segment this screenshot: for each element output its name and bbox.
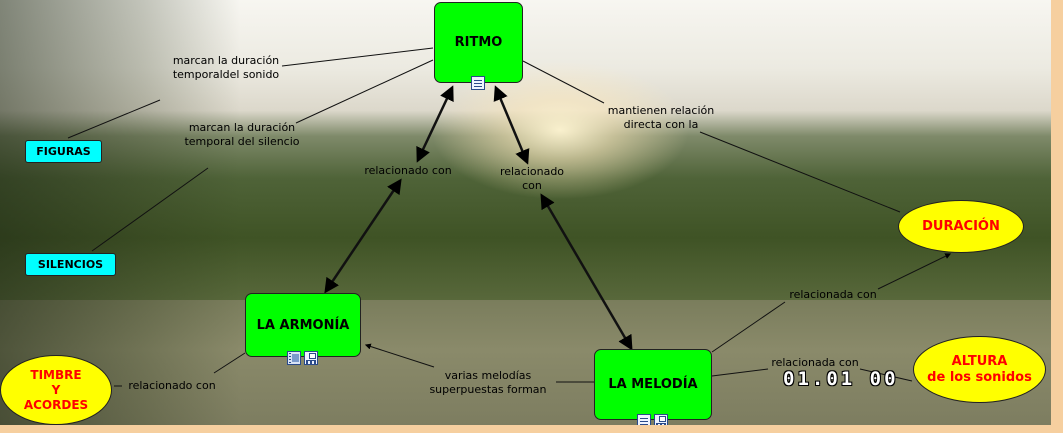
concept-duracion[interactable]: DURACIÓN (898, 200, 1024, 253)
link-label-line: relacionada con (789, 288, 877, 301)
link-label-line: con (522, 179, 542, 192)
concept-label: Y (51, 382, 61, 397)
link-label-line: directa con la (623, 118, 699, 131)
document-icon[interactable] (471, 76, 485, 90)
arrow-relacionado-izq-armonia (324, 178, 402, 294)
link-armonia-relacionado-timbre (213, 352, 246, 374)
link-ritmo-marcan-sonido (281, 47, 434, 67)
link-ritmo-mantienen (522, 60, 605, 104)
concept-label: ACORDES (23, 397, 89, 412)
video-timestamp-overlay: 01.01 00 (783, 368, 899, 390)
link-label-line: marcan la duración (188, 121, 296, 134)
arrow-ritmo-relacionado-izq (416, 85, 454, 163)
foliage-shadow (0, 0, 240, 425)
concept-melodia[interactable]: LA MELODÍA (594, 349, 712, 420)
concept-label: LA MELODÍA (608, 377, 698, 392)
link-label-relacionada-duracion[interactable]: relacionada con (778, 288, 888, 302)
link-label-relacionado-izq[interactable]: relacionado con (355, 164, 461, 178)
link-label-line: varias melodías (444, 369, 532, 382)
arrow-relacionado-der-melodia (540, 193, 633, 351)
concept-map-canvas: marcan la duración temporaldel sonido ma… (0, 0, 1051, 425)
concept-label: ALTURA (951, 353, 1008, 369)
concept-armonia[interactable]: LA ARMONÍA (245, 293, 361, 357)
document-icon[interactable] (637, 414, 651, 425)
link-label-varias-melodias[interactable]: varias melodías superpuestas forman (418, 369, 558, 397)
link-melodia-relacionada-altura (711, 368, 769, 377)
arrow-ritmo-relacionado-der (493, 85, 530, 165)
link-label-line: relacionado (499, 165, 565, 178)
film-icon[interactable] (287, 351, 301, 365)
link-label-line: relacionado con (128, 379, 216, 392)
link-label-line: mantienen relación (607, 104, 715, 117)
concept-ritmo[interactable]: RITMO (434, 2, 523, 83)
link-label-marcan-silencio[interactable]: marcan la duración temporal del silencio (172, 121, 312, 149)
concept-altura[interactable]: ALTURA de los sonidos (913, 336, 1046, 403)
concept-label: TIMBRE (30, 367, 82, 382)
link-label-line: marcan la duración (172, 54, 280, 67)
connection-lines (67, 47, 952, 387)
link-label-line: relacionada con (771, 356, 859, 369)
link-relacionada-altura (859, 368, 913, 382)
concept-map-icon[interactable] (654, 414, 668, 425)
link-ritmo-marcan-silencio (295, 59, 434, 124)
concept-label: RITMO (454, 35, 503, 50)
concept-figuras[interactable]: FIGURAS (25, 140, 102, 163)
link-label-marcan-sonido[interactable]: marcan la duración temporaldel sonido (156, 54, 296, 82)
link-label-relacionado-der[interactable]: relacionado con (490, 165, 574, 193)
concept-silencios[interactable]: SILENCIOS (25, 253, 116, 276)
concept-map-icon[interactable] (304, 351, 318, 365)
arrow-varias-armonia (364, 343, 435, 368)
link-marcan-silencio-silencios (91, 167, 209, 252)
link-label-line: temporaldel sonido (172, 68, 280, 81)
link-label-mantienen[interactable]: mantienen relación directa con la (591, 104, 731, 132)
link-marcan-sonido-figuras (67, 99, 161, 139)
link-melodia-relacionada (711, 301, 786, 353)
link-label-relacionada-altura[interactable]: relacionada con (762, 356, 868, 370)
arrow-relacionada-duracion (877, 253, 952, 290)
concept-timbre-acordes[interactable]: TIMBRE Y ACORDES (0, 355, 112, 425)
concept-label: de los sonidos (927, 369, 1032, 385)
link-label-line: superpuestas forman (429, 383, 547, 396)
concept-label: FIGURAS (36, 145, 91, 158)
link-label-line: temporal del silencio (184, 135, 300, 148)
link-mantienen-duracion (699, 131, 901, 213)
concept-label: LA ARMONÍA (256, 317, 350, 333)
concept-label: DURACIÓN (922, 218, 1000, 234)
link-label-line: relacionado con (364, 164, 452, 177)
concept-label: SILENCIOS (37, 258, 104, 271)
link-label-relacionado-timbre[interactable]: relacionado con (118, 379, 226, 393)
